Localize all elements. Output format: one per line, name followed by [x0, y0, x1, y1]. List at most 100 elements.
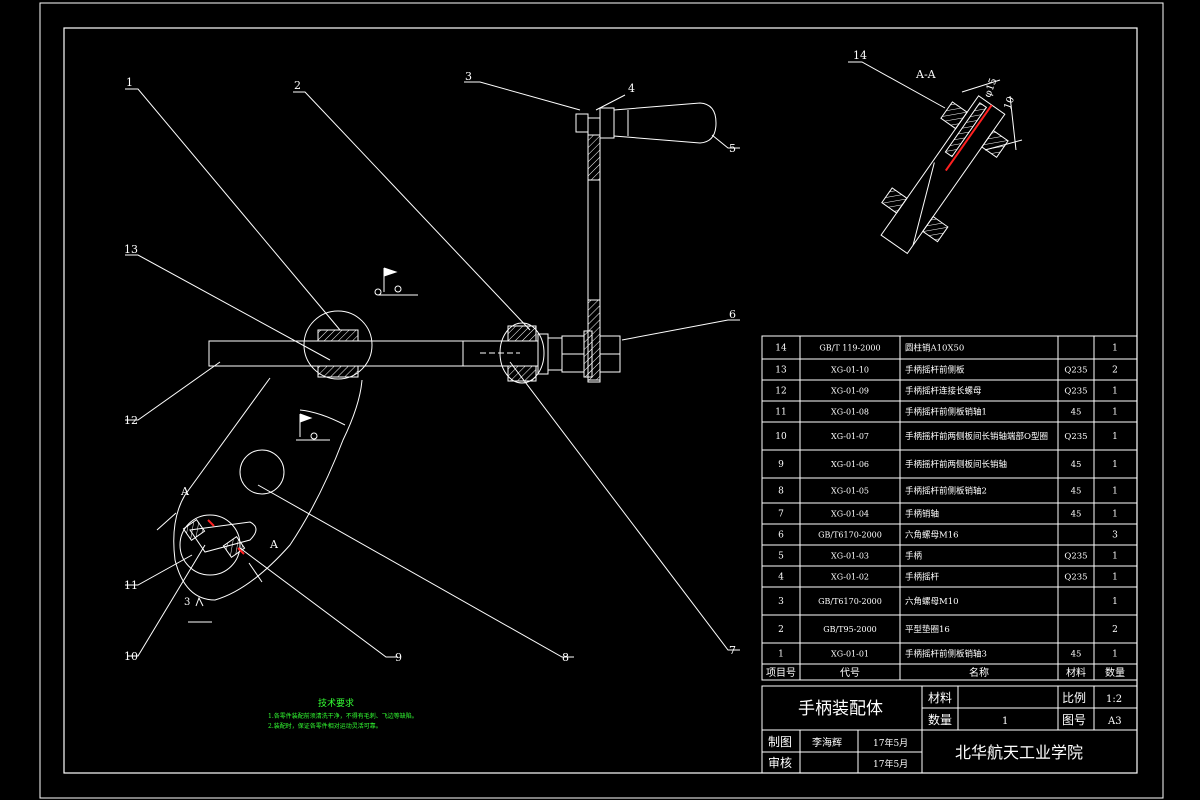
bom-code: XG-01-09 [831, 387, 869, 396]
svg-text:4: 4 [628, 82, 635, 95]
drawn-date: 17年5月 [873, 737, 908, 749]
section-dim-1: 10 [1002, 95, 1017, 111]
section-arrow-label-left: A [180, 485, 190, 498]
bom-material: Q235 [1064, 432, 1087, 442]
svg-text:8: 8 [562, 651, 569, 664]
main-view [156, 102, 717, 601]
bom-material: Q235 [1064, 387, 1087, 397]
bom-qty: 1 [1112, 432, 1118, 442]
bom-name: 手柄摇杆前侧板销轴1 [905, 407, 987, 418]
bom-no: 11 [775, 408, 786, 418]
bom-header-no: 项目号 [766, 667, 796, 679]
title-block-title: 手柄装配体 [798, 699, 883, 719]
tech-req-line-2: 2.装配时，保证各零件相对运动灵活可靠。 [268, 722, 382, 730]
bom-qty: 2 [1112, 366, 1118, 376]
bom-name: 手柄摇杆前侧板 [905, 365, 965, 376]
bom-no: 3 [778, 597, 784, 607]
bom-code: XG-01-03 [831, 552, 869, 561]
plate-hole [239, 449, 285, 495]
bom-code: GB/T6170-2000 [818, 531, 882, 540]
section-arrow-label-right: A [269, 538, 279, 551]
svg-text:11: 11 [124, 579, 138, 592]
bom-no: 8 [778, 487, 784, 497]
tech-req-line-1: 1.各零件装配前须清洗干净，不得有毛刺、飞边等缺陷。 [268, 712, 418, 720]
bom-code: XG-01-07 [831, 432, 869, 441]
bom-name: 手柄摇杆前侧板销轴2 [905, 486, 987, 497]
bom-code: GB/T6170-2000 [818, 597, 882, 606]
scale-value: 1:2 [1106, 694, 1122, 705]
bom-code: XG-01-06 [831, 460, 869, 469]
roughness-symbols [188, 267, 418, 623]
side-plate [173, 377, 363, 601]
bom-qty: 1 [1112, 573, 1118, 583]
svg-text:10: 10 [124, 650, 138, 663]
svg-text:3: 3 [465, 70, 472, 83]
bom-qty: 1 [1112, 552, 1118, 562]
title-block [761, 685, 1138, 774]
bom-qty: 1 [1112, 460, 1118, 470]
bom-no: 6 [778, 531, 784, 541]
bom-material: 45 [1071, 650, 1082, 660]
bom-name: 手柄摇杆 [905, 572, 940, 583]
bom-no: 9 [778, 460, 784, 470]
bom-no: 1 [778, 650, 784, 660]
bom-no: 12 [775, 387, 786, 397]
bom-material: 45 [1071, 510, 1082, 520]
bom-no: 2 [778, 625, 784, 635]
qty-value: 1 [1002, 716, 1008, 727]
bom-code: GB/T 119-2000 [819, 344, 880, 353]
bom-no: 10 [775, 432, 787, 442]
bom-name: 手柄摇杆前侧板销轴3 [905, 649, 987, 660]
bom-name: 六角螺母M10 [905, 596, 959, 607]
svg-text:13: 13 [124, 243, 138, 256]
bom-qty: 1 [1112, 650, 1118, 660]
bom-header-qty: 数量 [1105, 666, 1125, 679]
balloons: 1 2 3 4 5 6 7 8 9 10 11 12 13 14 [124, 49, 867, 664]
bom-qty: 3 [1112, 531, 1118, 541]
section-view [880, 95, 1009, 255]
bom-material: Q235 [1064, 573, 1087, 583]
svg-text:12: 12 [124, 414, 138, 427]
bom-name: 圆柱销A10X50 [905, 343, 964, 354]
bom-material: 45 [1071, 460, 1082, 470]
material-label: 材料 [928, 691, 952, 705]
pin-circle [303, 310, 373, 380]
bom-code: XG-01-05 [831, 487, 869, 496]
bom-qty: 1 [1112, 510, 1118, 520]
bom-no: 14 [775, 344, 787, 354]
bom-name: 手柄摇杆连接长螺母 [905, 386, 982, 397]
bom-qty: 1 [1112, 344, 1118, 354]
bom-material: 45 [1071, 408, 1082, 418]
svg-text:2: 2 [294, 79, 301, 92]
bom-name: 平型垫圈16 [905, 624, 950, 635]
qty-label: 数量 [928, 712, 952, 727]
bom-no: 5 [778, 552, 784, 562]
bom-name: 六角螺母M16 [905, 530, 959, 541]
scale-label: 比例 [1062, 691, 1086, 705]
bom-header-material: 材料 [1066, 666, 1086, 679]
bom-no: 13 [775, 366, 787, 376]
svg-text:14: 14 [853, 49, 867, 62]
section-dimensions [961, 79, 1023, 151]
bom-qty: 1 [1112, 597, 1118, 607]
bom-qty: 1 [1112, 487, 1118, 497]
svg-text:1: 1 [126, 76, 133, 89]
bom-code: XG-01-02 [831, 573, 869, 582]
school-name: 北华航天工业学院 [955, 743, 1083, 762]
svg-text:7: 7 [729, 644, 736, 657]
bom-code: XG-01-10 [831, 366, 869, 375]
bom-name: 手柄摇杆前两侧板间长销轴 [905, 459, 1007, 470]
check-label: 审核 [768, 755, 792, 770]
bom-qty: 1 [1112, 387, 1118, 397]
svg-text:6: 6 [729, 308, 736, 321]
bom-code: XG-01-01 [831, 650, 869, 659]
bom-material: Q235 [1064, 366, 1087, 376]
check-date: 17年5月 [873, 758, 908, 770]
section-label: A-A [915, 68, 937, 81]
bom-no: 4 [778, 573, 784, 583]
bom-qty: 2 [1112, 625, 1118, 635]
tech-req-title: 技术要求 [318, 697, 354, 709]
outer-border [39, 2, 1164, 799]
